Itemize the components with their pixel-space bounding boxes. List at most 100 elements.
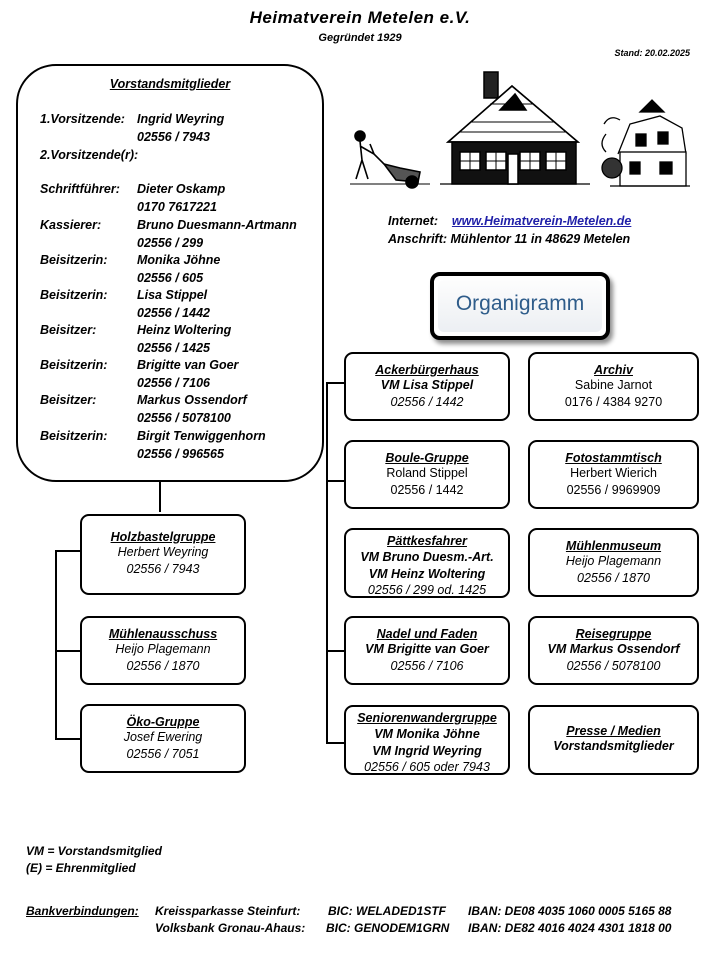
group-box-nadel-und-faden: Nadel und Faden VM Brigitte van Goer 025… (344, 616, 510, 685)
anschrift-text: Mühlentor 11 in 48629 Metelen (450, 232, 631, 246)
group-phone: 02556 / 7051 (126, 747, 200, 761)
vorstand-role: Schriftführer: (40, 182, 120, 196)
internet-line: Internet: www.Heimatverein-Metelen.de (388, 214, 631, 228)
vorstand-phone: 0170 7617221 (137, 200, 217, 214)
group-phone: 02556 / 1870 (577, 571, 650, 585)
vorstand-role: 1.Vorsitzende: (40, 112, 125, 126)
group-box-seniorenwandergruppe: Seniorenwandergruppe VM Monika Jöhne VM … (344, 705, 510, 775)
group-title: Seniorenwandergruppe (357, 711, 497, 725)
bank-bic: BIC: GENODEM1GRN (326, 921, 450, 935)
group-title: Mühlenausschuss (108, 627, 218, 641)
group-box-muehlenausschuss: Mühlenausschuss Heijo Plagemann 02556 / … (80, 616, 246, 685)
group-title: Fotostammtisch (565, 451, 662, 465)
connector-line (326, 480, 344, 482)
group-title: Nadel und Faden (376, 627, 478, 641)
vorstand-role: Beisitzerin: (40, 288, 108, 302)
group-title: Holzbastelgruppe (110, 530, 216, 544)
vorstand-role: Beisitzer: (40, 323, 97, 337)
vorstand-role: Beisitzerin: (40, 429, 108, 443)
group-phone: 02556 / 7943 (126, 562, 200, 576)
vorstand-name: Ingrid Weyring (137, 112, 225, 126)
group-contact: VM Markus Ossendorf (547, 642, 680, 656)
group-title: Ackerbürgerhaus (375, 363, 479, 377)
group-contact: Roland Stippel (386, 466, 468, 480)
bank-name: Volksbank Gronau-Ahaus: (155, 921, 306, 935)
group-contact: Heijo Plagemann (115, 642, 211, 656)
page-title: Heimatverein Metelen e.V. (249, 8, 471, 27)
group-box-boule: Boule-Gruppe Roland Stippel 02556 / 1442 (344, 440, 510, 509)
farmer-drawing (350, 130, 430, 189)
group-contact: Herbert Weyring (117, 545, 209, 559)
stand-date: Stand: 20.02.2025 (614, 48, 690, 58)
bank-iban: IBAN: DE82 4016 4024 4301 1818 00 (468, 921, 672, 935)
vorstand-role: 2.Vorsitzende(r): (40, 148, 139, 162)
page-subtitle: Gegründet 1929 (318, 32, 402, 44)
vorstand-name: Monika Jöhne (137, 253, 221, 267)
mill-drawing (601, 99, 690, 187)
anschrift-line: Anschrift: Mühlentor 11 in 48629 Metelen (388, 232, 630, 246)
group-phone: 02556 / 9969909 (566, 483, 661, 497)
vorstand-role: Beisitzerin: (40, 253, 108, 267)
connector-line (159, 482, 161, 512)
group-box-muehlenmuseum: Mühlenmuseum Heijo Plagemann 02556 / 187… (528, 528, 699, 597)
group-contact: Sabine Jarnot (574, 378, 653, 392)
organigramm-label: Organigramm (455, 292, 585, 315)
vorstand-role: Beisitzer: (40, 393, 97, 407)
group-contact: VM Bruno Duesm.-Art. (360, 550, 494, 564)
vorstand-phone: 02556 / 996565 (137, 447, 224, 461)
group-contact: Heijo Plagemann (565, 554, 662, 568)
vorstand-role: Beisitzerin: (40, 358, 108, 372)
group-title: Archiv (594, 363, 633, 377)
group-contact: VM Ingrid Weyring (372, 744, 482, 758)
group-box-presse-medien: Presse / Medien Vorstandsmitglieder (528, 705, 699, 775)
group-phone: 02556 / 5078100 (566, 659, 661, 673)
connector-line (55, 550, 57, 740)
group-box-fotostammtisch: Fotostammtisch Herbert Wierich 02556 / 9… (528, 440, 699, 509)
anschrift-label: Anschrift: (388, 232, 448, 246)
bank-label: Bankverbindungen: (26, 904, 139, 918)
vorstand-role: Kassierer: (40, 218, 102, 232)
group-title: Boule-Gruppe (385, 451, 469, 465)
connector-line (326, 742, 344, 744)
vorstand-name: Brigitte van Goer (137, 358, 239, 372)
group-contact: Vorstandsmitglieder (553, 739, 674, 753)
organigramm-inner (438, 280, 602, 332)
group-title: Reisegruppe (575, 627, 652, 641)
group-phone: 02556 / 299 od. 1425 (367, 583, 487, 597)
vorstand-heading: Vorstandsmitglieder (109, 77, 231, 91)
group-title: Öko-Gruppe (126, 715, 200, 729)
bank-name: Kreissparkasse Steinfurt: (155, 904, 301, 918)
group-contact: Herbert Wierich (570, 466, 657, 480)
connector-line (55, 550, 80, 552)
connector-line (55, 650, 80, 652)
group-title: Mühlenmuseum (565, 539, 662, 553)
vorstand-name: Lisa Stippel (137, 288, 208, 302)
vorstand-name: Markus Ossendorf (137, 393, 247, 407)
house-drawing (440, 71, 590, 185)
group-contact: VM Brigitte van Goer (365, 642, 489, 656)
connector-line (326, 382, 344, 384)
legend-vm: VM = Vorstandsmitglied (26, 844, 162, 858)
group-phone: 02556 / 1442 (390, 395, 464, 409)
vorstand-name: Dieter Oskamp (137, 182, 226, 196)
vorstand-name: Bruno Duesmann-Artmann (137, 218, 297, 232)
legend-ehrenmitglied: (E) = Ehrenmitglied (26, 861, 136, 875)
bank-bic: BIC: WELADED1STF (328, 904, 446, 918)
organigramm-badge: Organigramm (430, 272, 610, 340)
group-title: Presse / Medien (566, 724, 661, 738)
heimathaus-illustration (350, 71, 690, 189)
bank-iban: IBAN: DE08 4035 1060 0005 5165 88 (468, 904, 672, 918)
group-phone: 02556 / 1442 (390, 483, 464, 497)
group-phone: 02556 / 1870 (126, 659, 200, 673)
group-contact: VM Monika Jöhne (374, 727, 480, 741)
website-link[interactable]: www.Heimatverein-Metelen.de (451, 214, 632, 228)
group-title: Pättkesfahrer (387, 534, 467, 548)
connector-line (326, 650, 344, 652)
vorstand-name: Birgit Tenwiggenhorn (137, 429, 266, 443)
connector-line (55, 738, 80, 740)
group-box-ackerbuergerhaus: Ackerbürgerhaus VM Lisa Stippel 02556 / … (344, 352, 510, 421)
vorstand-box: Vorstandsmitglieder 1.Vorsitzende: Ingri… (16, 64, 324, 482)
group-contact: VM Lisa Stippel (380, 378, 474, 392)
vorstand-phone: 02556 / 7943 (137, 130, 210, 144)
group-phone: 02556 / 7106 (390, 659, 464, 673)
